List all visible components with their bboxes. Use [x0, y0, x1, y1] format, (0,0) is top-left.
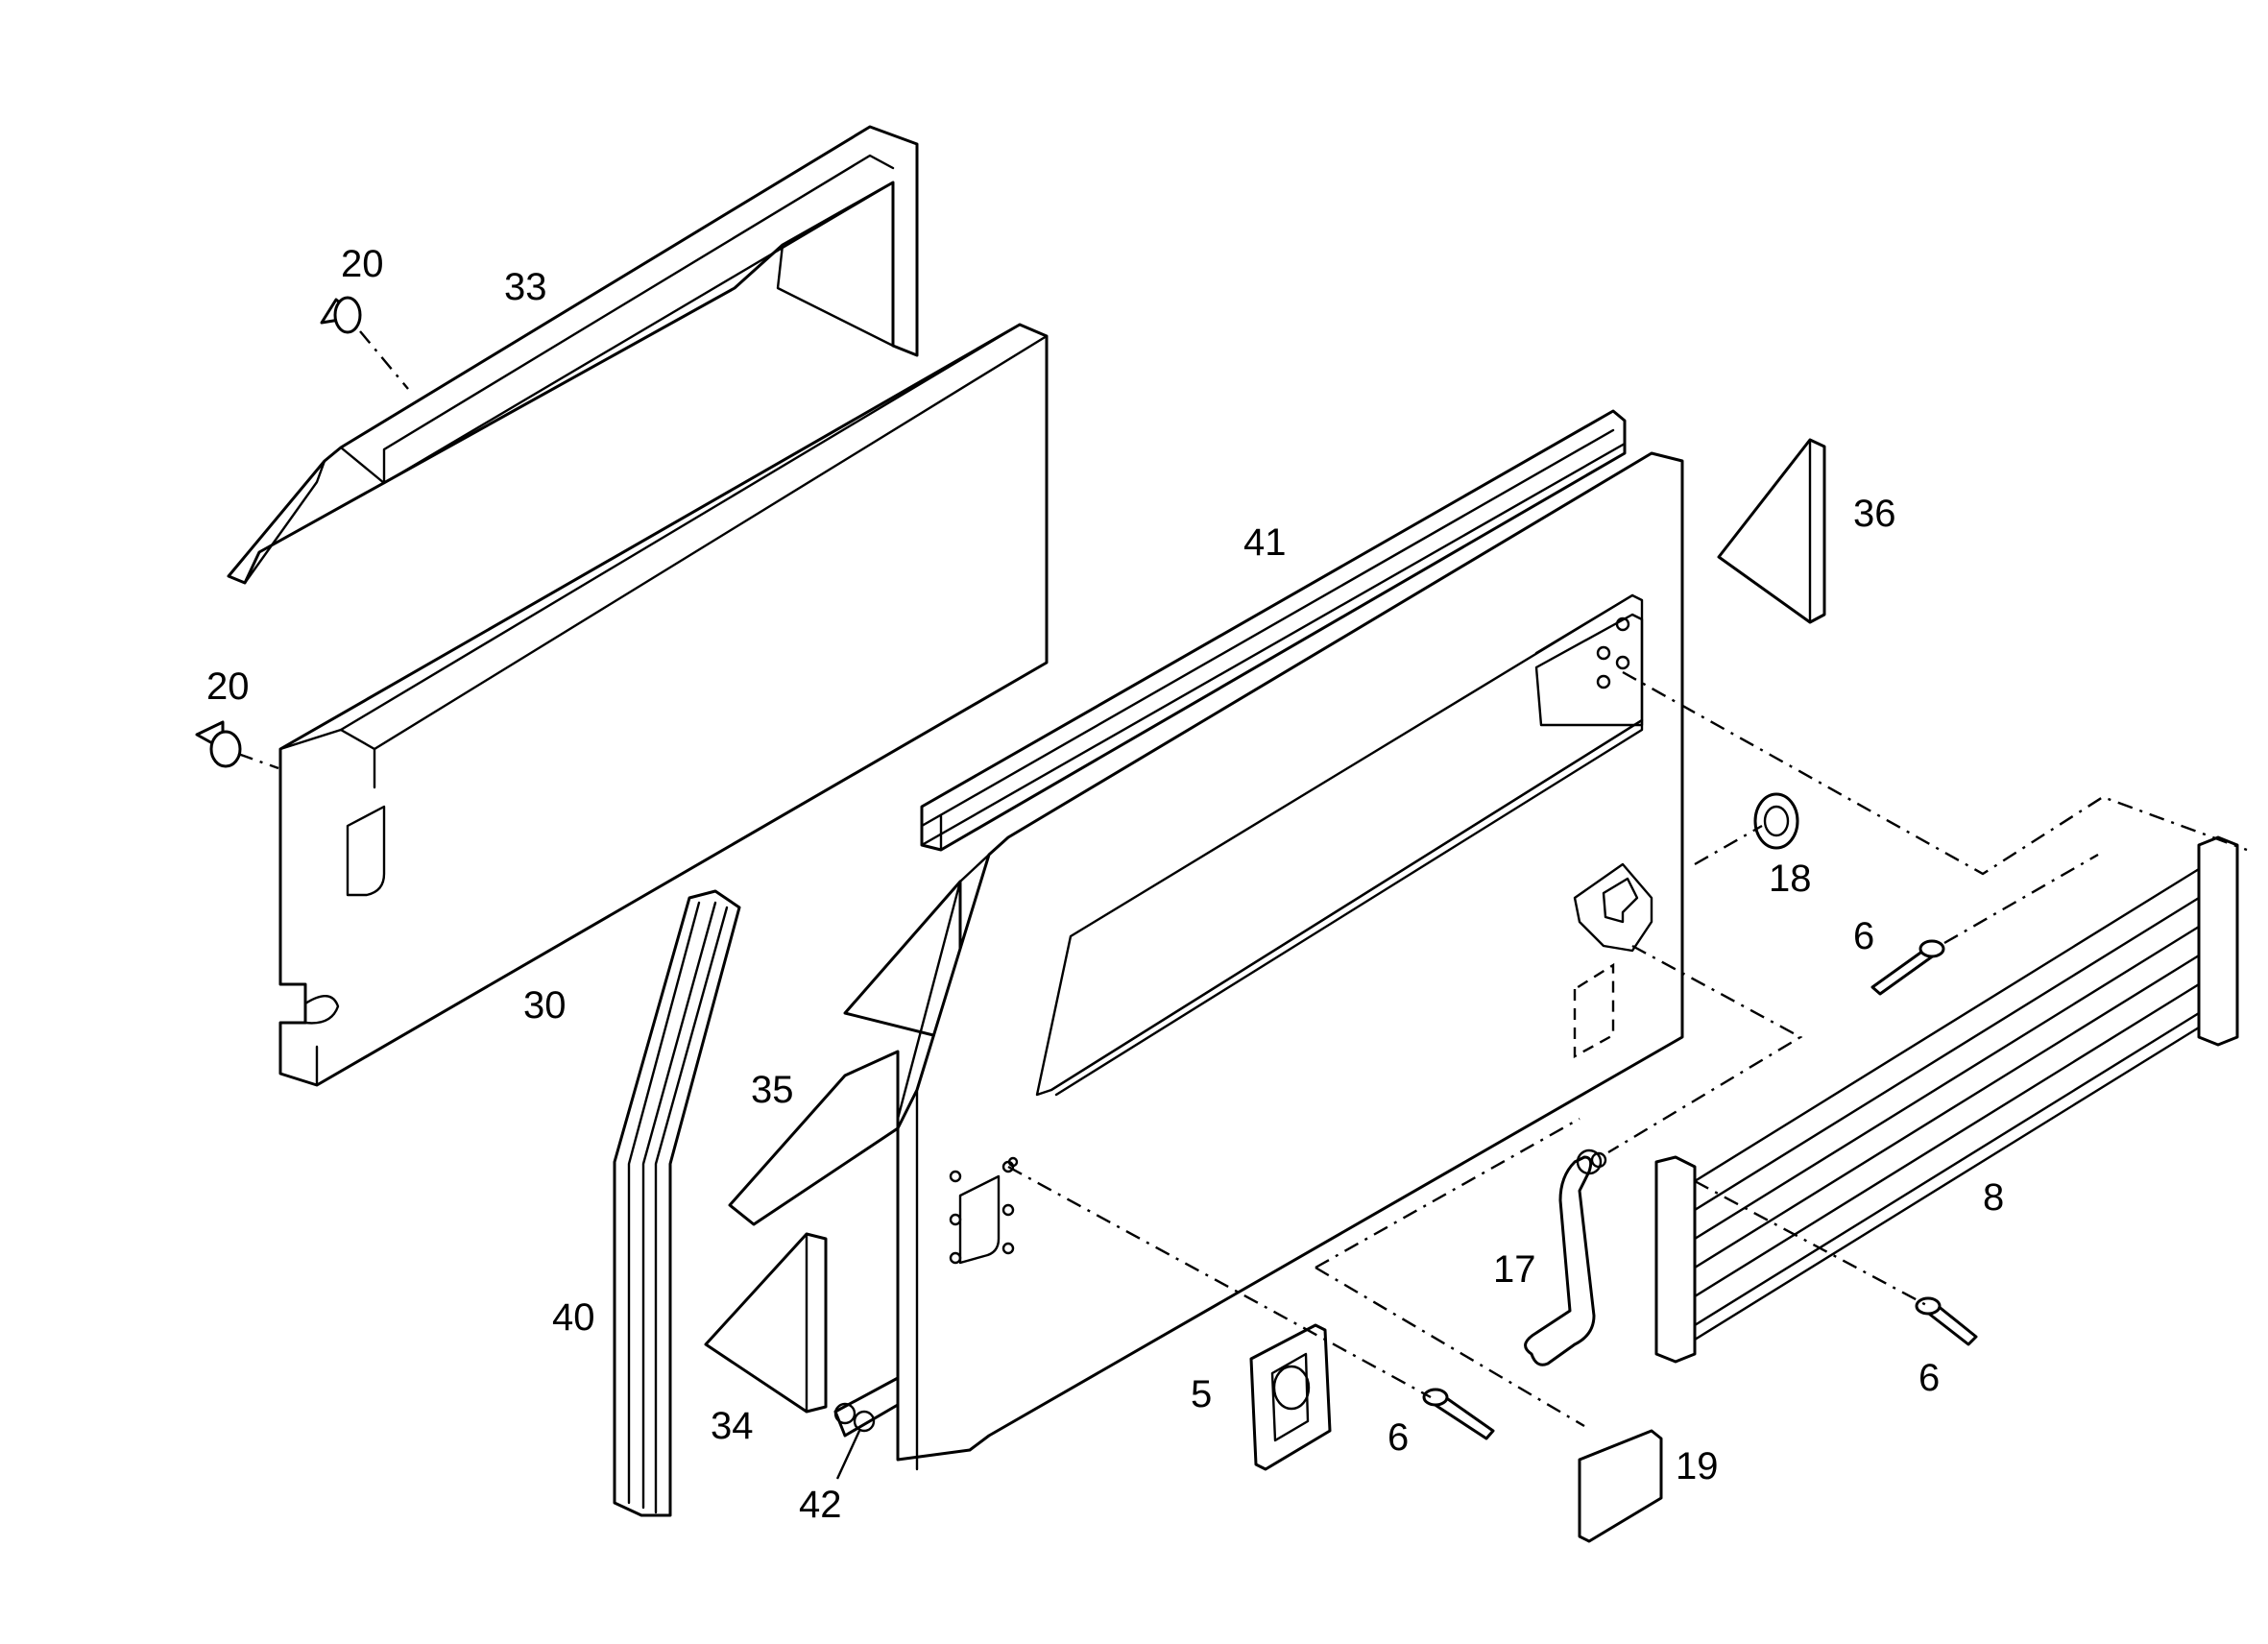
assembly-lines — [237, 330, 2248, 1480]
callout-8: 8 — [1983, 1176, 2004, 1219]
callout-35: 35 — [751, 1069, 794, 1111]
callout-33: 33 — [504, 266, 547, 308]
callout-30: 30 — [523, 984, 567, 1027]
part-8-grille — [1654, 835, 2239, 1364]
part-30-panel — [278, 323, 1049, 1087]
part-36-triangle-block — [1717, 438, 1826, 624]
callout-34: 34 — [711, 1405, 754, 1447]
callout-6-right-top: 6 — [1853, 915, 1874, 957]
callout-20-top: 20 — [341, 243, 384, 285]
part-34-triangle-block — [704, 1232, 828, 1414]
callout-42: 42 — [799, 1484, 842, 1526]
part-42-tube — [833, 1376, 905, 1438]
part-20-fastener-top — [320, 296, 362, 334]
part-6-screw-b — [1915, 1296, 1978, 1346]
callout-19: 19 — [1676, 1445, 1719, 1487]
part-40-vertical-seal — [613, 889, 741, 1517]
callout-6-bottom: 6 — [1387, 1416, 1409, 1459]
callout-18: 18 — [1769, 858, 1812, 900]
part-5-striker-plate — [1249, 1323, 1332, 1471]
callout-labels: 20 33 20 30 41 36 18 6 8 6 35 40 34 42 5… — [206, 243, 2004, 1526]
callout-17: 17 — [1493, 1248, 1536, 1291]
part-17-handle-rod — [1524, 1148, 1607, 1366]
main-door-frame — [896, 451, 1684, 1471]
callout-20-left: 20 — [206, 665, 250, 708]
part-33-top-trim — [227, 125, 919, 585]
callout-6-right-bottom: 6 — [1918, 1357, 1940, 1399]
part-6-screw-a — [1870, 939, 1945, 996]
part-18-grommet — [1753, 792, 1799, 850]
part-19-pad — [1578, 1429, 1663, 1543]
part-6-screw-c — [1422, 1388, 1495, 1440]
part-35-wedge — [728, 880, 962, 1226]
callout-40: 40 — [552, 1296, 595, 1339]
callout-5: 5 — [1191, 1373, 1212, 1415]
callout-36: 36 — [1853, 493, 1896, 535]
part-41-top-seal — [920, 409, 1627, 852]
callout-41: 41 — [1243, 521, 1287, 564]
part-20-fastener-left — [195, 720, 242, 768]
